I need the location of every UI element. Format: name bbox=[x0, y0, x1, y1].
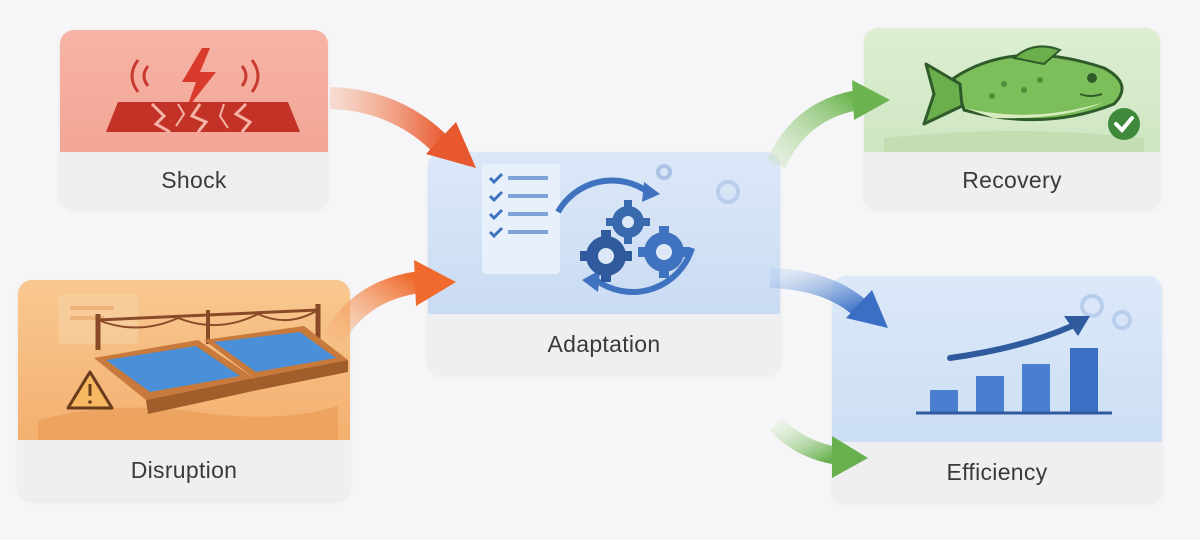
healthy-fish-check-icon bbox=[884, 45, 1144, 152]
lightning-ground-crack-icon bbox=[106, 48, 300, 134]
recovery-label: Recovery bbox=[864, 152, 1160, 208]
gears-cycle-checklist-icon bbox=[482, 164, 740, 295]
shock-label: Shock bbox=[60, 152, 328, 208]
adaptation-label: Adaptation bbox=[428, 314, 780, 374]
efficiency-label: Efficiency bbox=[832, 442, 1162, 502]
arrow-adaptation-to-efficiency bbox=[769, 268, 888, 328]
recovery-node: Recovery bbox=[864, 28, 1160, 208]
rising-bar-chart-icon bbox=[916, 294, 1132, 415]
recovery-art bbox=[864, 28, 1160, 152]
efficiency-node: Efficiency bbox=[832, 276, 1162, 502]
arrow-disruption-to-adaptation bbox=[324, 260, 456, 344]
disruption-art bbox=[18, 280, 350, 440]
arrow-to-efficiency-lower bbox=[769, 417, 868, 478]
arrow-shock-to-adaptation bbox=[329, 87, 476, 168]
efficiency-art bbox=[832, 276, 1162, 442]
disruption-node: Disruption bbox=[18, 280, 350, 500]
arrow-adaptation-to-recovery bbox=[766, 80, 890, 169]
adaptation-art bbox=[428, 152, 780, 314]
disruption-label: Disruption bbox=[18, 440, 350, 500]
adaptation-node: Adaptation bbox=[428, 152, 780, 374]
shock-node: Shock bbox=[60, 30, 328, 208]
shock-art bbox=[60, 30, 328, 152]
damaged-fish-pond-warning-icon bbox=[38, 294, 348, 440]
